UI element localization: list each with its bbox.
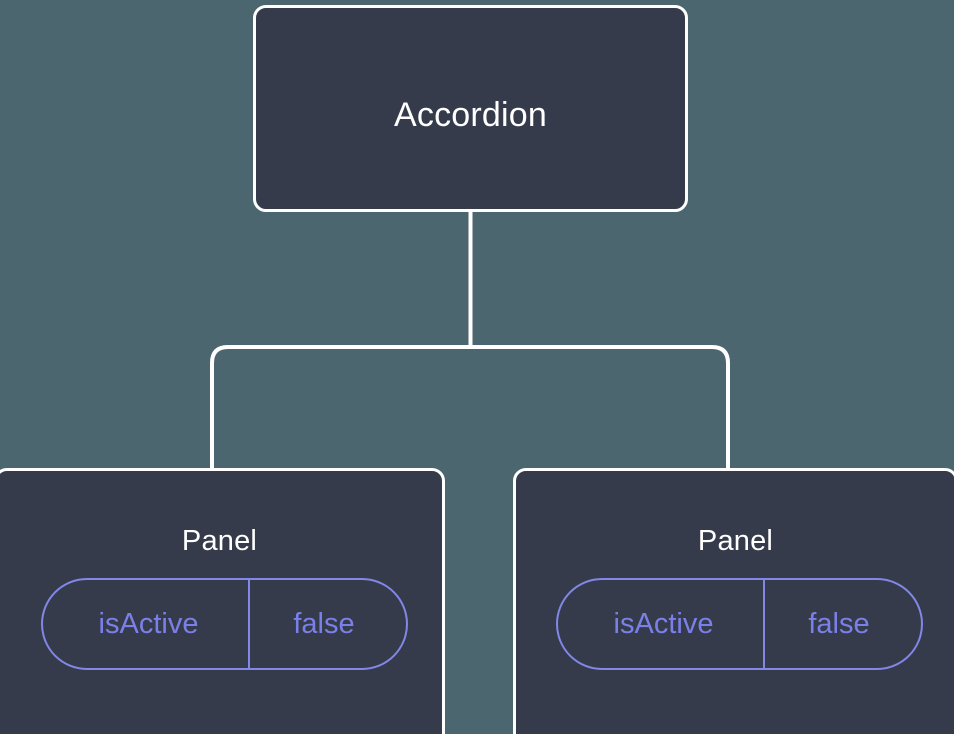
- node-panel-right[interactable]: Panel isActive false: [513, 468, 954, 734]
- prop-pill-panel-right[interactable]: isActive false: [556, 578, 923, 670]
- edge-root-to-panel-right: [470, 345, 730, 470]
- node-accordion[interactable]: Accordion: [253, 5, 688, 212]
- node-panel-right-label: Panel: [697, 525, 774, 557]
- prop-key-label: isActive: [558, 580, 765, 668]
- node-panel-left-label: Panel: [181, 525, 258, 557]
- node-panel-left[interactable]: Panel isActive false: [0, 468, 445, 734]
- node-accordion-label: Accordion: [394, 96, 547, 134]
- prop-value-label: false: [808, 607, 870, 640]
- prop-pill-panel-left[interactable]: isActive false: [41, 578, 408, 670]
- edge-root-to-panel-left: [210, 345, 471, 470]
- prop-key-label: isActive: [43, 580, 250, 668]
- prop-value-label: false: [293, 607, 355, 640]
